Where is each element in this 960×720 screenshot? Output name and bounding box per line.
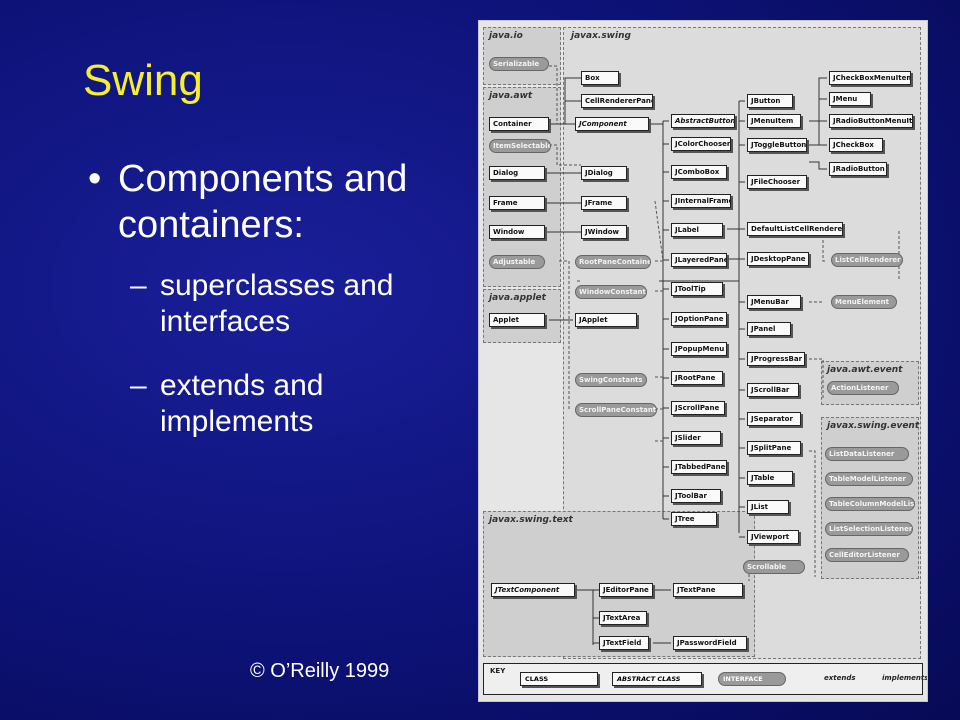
box-jtextarea: JTextArea — [599, 611, 647, 625]
box-cellrendererpane: CellRendererPane — [581, 94, 653, 108]
sub-bullet-1-text: superclasses and interfaces — [160, 269, 394, 338]
package-label-javax-swing-event: javax.swing.event — [827, 421, 920, 431]
box-listselectionlistener: ListSelectionListener — [825, 522, 913, 536]
box-abstractbutton: AbstractButton — [671, 114, 735, 128]
box-tablemodellistener: TableModelListener — [825, 472, 913, 486]
box-jscrollbar: JScrollBar — [747, 383, 799, 397]
box-jdialog: JDialog — [581, 166, 627, 180]
box-jbutton: JButton — [747, 94, 793, 108]
box-itemselectable: ItemSelectable — [489, 139, 551, 153]
box-jfilechooser: JFileChooser — [747, 175, 807, 189]
bullet-marker: • — [88, 158, 102, 200]
key-title: KEY — [490, 667, 506, 675]
slide-title: Swing — [83, 56, 203, 105]
box-japplet: JApplet — [575, 313, 637, 327]
box-menuelement: MenuElement — [831, 295, 897, 309]
sub-bullet-2-dash: – — [130, 369, 147, 402]
box-jviewport: JViewport — [747, 530, 799, 544]
box-jpasswordfield: JPasswordField — [673, 636, 747, 650]
box-actionlistener: ActionListener — [827, 381, 899, 395]
key-extends: extends — [824, 674, 856, 682]
box-jseparator: JSeparator — [747, 412, 801, 426]
copyright-credit: © O’Reilly 1999 — [250, 660, 390, 682]
box-jtabbedpane: JTabbedPane — [671, 460, 727, 474]
box-jmenuitem: JMenuItem — [747, 114, 801, 128]
box-jcheckboxmenuitem: JCheckBoxMenuItem — [829, 71, 911, 85]
box-rootpanecontainer: RootPaneContainer — [575, 255, 651, 269]
box-jscrollpane: JScrollPane — [671, 401, 725, 415]
box-frame: Frame — [489, 196, 545, 210]
box-jinternalframe: JInternalFrame — [671, 194, 731, 208]
box-swingconstants: SwingConstants — [575, 373, 647, 387]
package-label-java-awt: java.awt — [489, 91, 533, 101]
box-jpanel: JPanel — [747, 322, 791, 336]
key-abstract-class: ABSTRACT CLASS — [612, 672, 702, 686]
box-jtextcomponent: JTextComponent — [491, 583, 575, 597]
key-implements: implements — [882, 674, 928, 682]
box-jradiobutton: JRadioButton — [829, 162, 887, 176]
box-scrollable: Scrollable — [743, 560, 805, 574]
box-jwindow: JWindow — [581, 225, 627, 239]
box-jpopupmenu: JPopupMenu — [671, 342, 727, 356]
diagram-key: KEY CLASS ABSTRACT CLASS INTERFACE exten… — [483, 663, 927, 695]
box-jcombobox: JComboBox — [671, 165, 727, 179]
sub-bullet-1-dash: – — [130, 269, 147, 302]
package-label-java-applet: java.applet — [489, 293, 546, 303]
box-jlayeredpane: JLayeredPane — [671, 253, 727, 267]
box-jsplitpane: JSplitPane — [747, 441, 801, 455]
box-jeditorpane: JEditorPane — [599, 583, 653, 597]
box-jcomponent: JComponent — [575, 117, 649, 131]
box-celleditorlistener: CellEditorListener — [825, 548, 909, 562]
box-scrollpaneconstants: ScrollPaneConstants — [575, 403, 657, 417]
box-windowconstants: WindowConstants — [575, 285, 647, 299]
box-jmenubar: JMenuBar — [747, 295, 801, 309]
box-jrootpane: JRootPane — [671, 371, 723, 385]
box-joptionpane: JOptionPane — [671, 312, 727, 326]
box-jradiobuttonmenuitem: JRadioButtonMenuItem — [829, 114, 913, 128]
swing-class-diagram: java.io java.awt java.applet javax.swing… — [478, 20, 928, 702]
box-jcolorchooser: JColorChooser — [671, 137, 731, 151]
connector-lines — [545, 65, 900, 678]
box-jtogglebutton: JToggleButton — [747, 138, 807, 152]
box-jtree: JTree — [671, 512, 717, 526]
package-label-java-awt-event: java.awt.event — [827, 365, 903, 375]
box-jframe: JFrame — [581, 196, 627, 210]
key-interface: INTERFACE — [718, 672, 786, 686]
box-listcellrenderer: ListCellRenderer — [831, 253, 903, 267]
package-label-java-io: java.io — [489, 31, 523, 41]
box-jtextfield: JTextField — [599, 636, 649, 650]
package-java-io — [483, 27, 561, 85]
box-listdatalistener: ListDataListener — [825, 447, 909, 461]
package-label-javax-swing-text: javax.swing.text — [489, 515, 573, 525]
box-jlist: JList — [747, 500, 789, 514]
box-jtooltip: JToolTip — [671, 282, 723, 296]
box-container: Container — [489, 117, 549, 131]
bullet-text: Components and containers: — [118, 158, 408, 246]
box-applet: Applet — [489, 313, 545, 327]
box-jtextpane: JTextPane — [673, 583, 743, 597]
box-dialog: Dialog — [489, 166, 545, 180]
box-jprogressbar: JProgressBar — [747, 352, 805, 366]
box-adjustable: Adjustable — [489, 255, 545, 269]
box-jdesktoppane: JDesktopPane — [747, 252, 809, 266]
package-label-javax-swing: javax.swing — [571, 31, 631, 41]
sub-bullet-2-text: extends and implements — [160, 369, 324, 438]
box-serializable: Serializable — [489, 57, 549, 71]
box-jtable: JTable — [747, 471, 793, 485]
box-tablecolumnmodellistener: TableColumnModelListener — [825, 497, 915, 511]
box-jtoolbar: JToolBar — [671, 489, 721, 503]
key-class: CLASS — [520, 672, 598, 686]
box-box: Box — [581, 71, 619, 85]
box-jmenu: JMenu — [829, 92, 871, 106]
box-window: Window — [489, 225, 545, 239]
box-jcheckbox: JCheckBox — [829, 138, 883, 152]
box-jlabel: JLabel — [671, 223, 723, 237]
box-jslider: JSlider — [671, 431, 721, 445]
box-defaultlistcellrenderer: DefaultListCellRenderer — [747, 222, 843, 236]
